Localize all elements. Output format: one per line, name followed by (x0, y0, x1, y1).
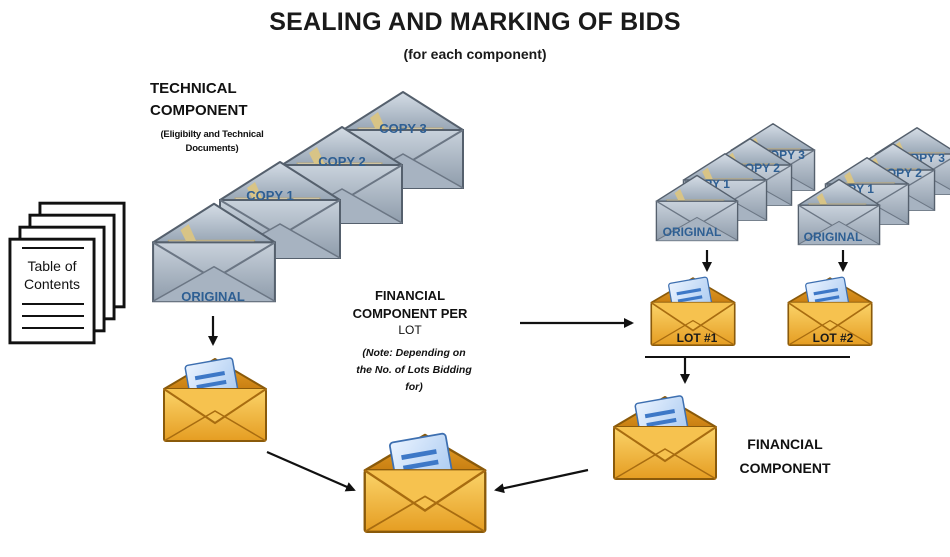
lot2-envelopes: COPY 3 COPY 2 COPY 1 ORIGINAL (797, 127, 950, 246)
lot1-envelopes: COPY 3 COPY 2 COPY 1 ORIGINAL (655, 123, 816, 242)
toc-label-line1: Table of (27, 258, 76, 274)
financial-component-line1: FINANCIAL (747, 436, 823, 452)
envelope-original-label: ORIGINAL (181, 289, 245, 304)
envelope-copy3-label: COPY 3 (379, 121, 426, 136)
note-line2: the No. of Lots Bidding (356, 364, 472, 376)
financial-per-lot-note: (Note: Depending on the No. of Lots Bidd… (344, 345, 484, 396)
financial-per-lot-line1: FINANCIAL (374, 288, 446, 303)
technical-title-line2: COMPONENT (150, 102, 248, 119)
toc-label-line2: Contents (24, 276, 80, 292)
lot2-label: LOT #2 (813, 331, 854, 345)
technical-envelopes: COPY 3 COPY 2 COPY 1 ORIGINAL (151, 91, 464, 304)
financial-per-lot-line2: COMPONENT PER (352, 306, 468, 321)
note-line3: for) (405, 381, 423, 393)
envelope-copy2-label: COPY 2 (318, 154, 365, 169)
lot1-sealed-envelope: LOT #1 (650, 276, 736, 347)
arrow-financial-to-final (494, 468, 589, 494)
arrow-technical-to-final (266, 450, 356, 492)
financial-sealed-envelope (612, 394, 718, 481)
note-line1: (Note: Depending on (362, 347, 466, 359)
flow-arrows (208, 250, 848, 494)
technical-sub-line1: (Eligibilty and Technical (160, 129, 264, 140)
lot1-label: LOT #1 (677, 331, 718, 345)
final-bid-envelope (363, 431, 487, 534)
financial-component-line2: COMPONENT (739, 460, 831, 476)
lot1-original-label: ORIGINAL (663, 225, 722, 239)
financial-per-lot-title: FINANCIAL COMPONENT PER (340, 287, 480, 323)
lot2-sealed-envelope: LOT #2 (787, 276, 873, 347)
technical-component-title: TECHNICAL COMPONENT (150, 78, 300, 122)
lot2-original-label: ORIGINAL (804, 230, 863, 244)
diagram-subtitle: (for each component) (403, 46, 547, 62)
technical-sealed-envelope (162, 356, 268, 443)
diagram-title: SEALING AND MARKING OF BIDS (269, 8, 681, 36)
technical-title-line1: TECHNICAL (150, 80, 237, 97)
envelope-copy1-label: COPY 1 (246, 188, 293, 203)
table-of-contents: Table of Contents (8, 201, 126, 345)
financial-per-lot-line3: LOT (398, 323, 422, 337)
financial-component-title: FINANCIAL COMPONENT (720, 432, 850, 480)
technical-component-subtitle: (Eligibilty and Technical Documents) (138, 128, 286, 156)
technical-sub-line2: Documents) (185, 143, 239, 154)
